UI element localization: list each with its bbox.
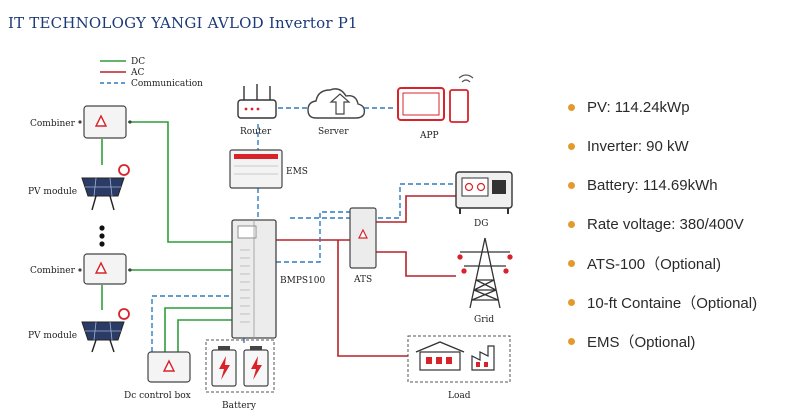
load-label: Load <box>448 391 471 401</box>
ems-label: EMS <box>286 167 308 177</box>
bmps-label: BMPS100 <box>280 276 326 286</box>
router-label: Router <box>240 127 272 137</box>
combiner-top-label: Combiner <box>30 119 76 129</box>
warning-icon <box>94 261 108 274</box>
bullet-icon <box>568 299 575 306</box>
phone-icon <box>449 89 469 123</box>
combiner-top: Combiner <box>30 105 132 139</box>
dc-box-label: Dc control box <box>124 391 191 401</box>
ac-line-ats-grid <box>376 251 456 277</box>
spec-list: PV: 114.24kWp Inverter: 90 kW Battery: 1… <box>560 88 798 361</box>
dc-line-battery <box>177 319 232 360</box>
load: Load <box>407 335 511 401</box>
bmps100-cabinet: BMPS100 <box>231 219 326 339</box>
grid-label: Grid <box>474 315 494 325</box>
ats-label: ATS <box>353 275 372 285</box>
lightning-icon <box>251 356 262 380</box>
spec-item: Rate voltage: 380/400V <box>560 205 798 244</box>
ac-line-load <box>337 240 408 357</box>
dc-line-combiner-top <box>128 121 232 243</box>
spec-text: Battery: 114.69kWh <box>587 177 718 194</box>
upload-arrow-icon <box>329 93 351 115</box>
app-devices: APP <box>397 74 474 141</box>
dg-label: DG <box>474 219 488 229</box>
battery-bank: Battery <box>205 339 275 411</box>
legend: DC AC Communication <box>100 57 203 89</box>
system-diagram: DC AC Communication Combiner <box>28 57 513 411</box>
sun-icon <box>118 164 130 176</box>
bullet-icon <box>568 104 575 111</box>
grid-tower: Grid <box>457 237 513 325</box>
legend-dc-label: DC <box>131 57 145 67</box>
diesel-generator: DG <box>455 171 513 229</box>
bullet-icon <box>568 182 575 189</box>
spec-text: PV: 114.24kWp <box>587 99 690 116</box>
server-label: Server <box>318 127 349 137</box>
ellipsis-dot <box>99 225 105 231</box>
bullet-icon <box>568 338 575 345</box>
ellipsis-dot <box>99 241 105 247</box>
combiner-bottom: Combiner <box>30 253 132 285</box>
legend-comm-label: Communication <box>131 79 203 89</box>
ac-wiring <box>276 195 456 357</box>
combiner-bottom-label: Combiner <box>30 266 76 276</box>
bullet-icon <box>568 143 575 150</box>
pv-bottom-label: PV module <box>28 331 77 341</box>
spec-text: Inverter: 90 kW <box>587 138 689 155</box>
spec-text: 10-ft Containe（Optional) <box>587 295 758 312</box>
warning-icon <box>358 228 368 239</box>
spec-item: 10-ft Containe（Optional) <box>560 283 798 322</box>
dc-wiring <box>101 121 232 360</box>
comm-line-ats <box>276 211 350 263</box>
wifi-icon <box>461 79 471 83</box>
bullet-icon <box>568 221 575 228</box>
pv-top-label: PV module <box>28 187 77 197</box>
comm-line-dcbox <box>151 295 232 352</box>
bullet-icon <box>568 260 575 267</box>
page-title: IT TECHNOLOGY YANGI AVLOD Invertor P1 <box>8 14 358 32</box>
spec-item: Battery: 114.69kWh <box>560 166 798 205</box>
house-icon <box>415 341 465 353</box>
comm-wiring <box>151 124 456 352</box>
sun-icon <box>118 308 130 320</box>
app-label: APP <box>419 131 439 141</box>
spec-text: EMS（Optional) <box>587 334 696 351</box>
ac-line-ats-dg <box>376 195 456 223</box>
comm-line-dg <box>290 183 456 219</box>
spec-item: Inverter: 90 kW <box>560 127 798 166</box>
battery-label: Battery <box>222 401 257 411</box>
ats-cabinet: ATS <box>349 207 377 285</box>
ems-unit: EMS <box>229 149 308 189</box>
server: Server <box>307 88 366 137</box>
warning-icon <box>94 114 108 127</box>
pv-module-bottom: PV module <box>28 308 130 353</box>
factory-icon <box>471 345 495 371</box>
spec-text: Rate voltage: 380/400V <box>587 216 744 233</box>
ellipsis-dot <box>99 233 105 239</box>
pv-module-top: PV module <box>28 164 130 211</box>
legend-ac-label: AC <box>130 68 144 78</box>
spec-text: ATS-100（Optional) <box>587 256 721 273</box>
dc-line-dcbox <box>164 307 232 352</box>
spec-item: ATS-100（Optional) <box>560 244 798 283</box>
spec-item: PV: 114.24kWp <box>560 88 798 127</box>
dc-control-box: Dc control box <box>124 351 191 401</box>
warning-icon <box>162 359 176 372</box>
router: Router <box>237 84 277 137</box>
spec-item: EMS（Optional) <box>560 322 798 361</box>
lightning-icon <box>219 356 230 380</box>
